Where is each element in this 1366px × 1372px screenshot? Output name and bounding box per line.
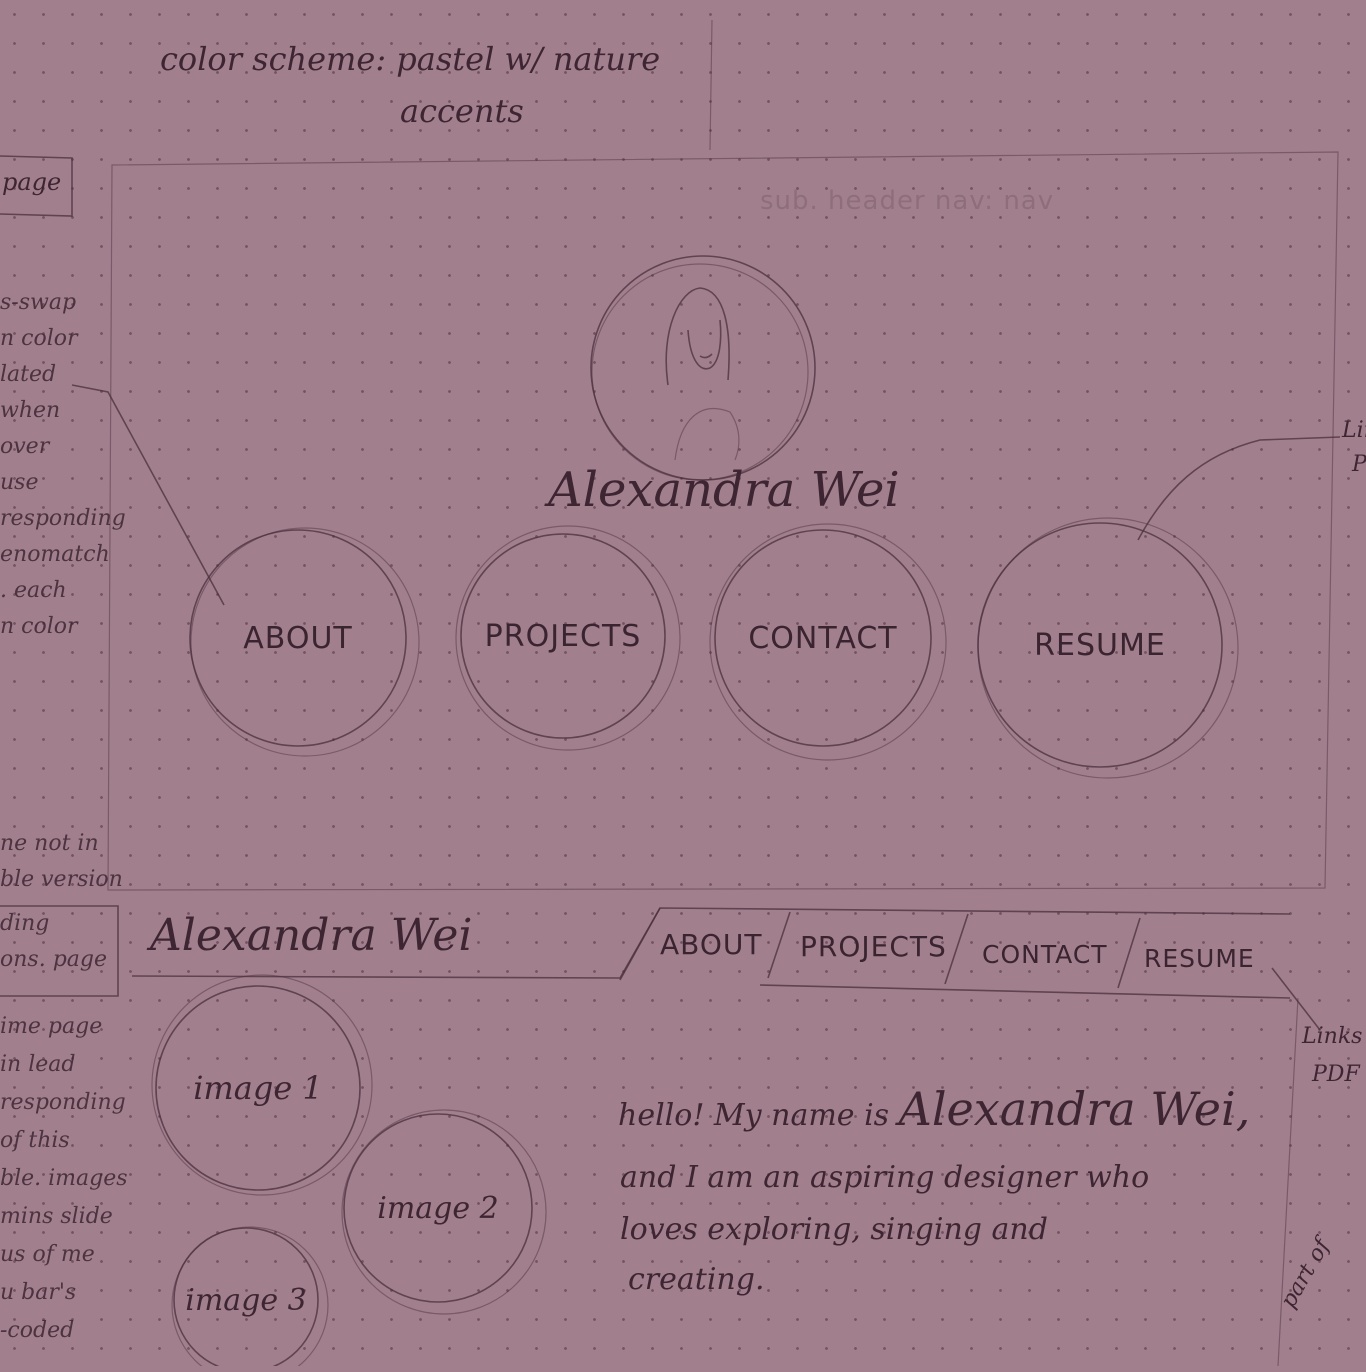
landing-name-title: Alexandra Wei bbox=[548, 462, 900, 518]
bio-line-2: and I am an aspiring designer who bbox=[620, 1160, 1150, 1195]
nav-resume[interactable]: RESUME bbox=[1144, 944, 1255, 973]
image-1[interactable]: image 1 bbox=[156, 986, 360, 1190]
bio-line-4: creating. bbox=[628, 1262, 765, 1297]
landing-resume-label: RESUME bbox=[1034, 627, 1166, 663]
landing-about-button[interactable]: ABOUT bbox=[190, 530, 406, 746]
landing-projects-label: PROJECTS bbox=[484, 618, 642, 654]
landing-contact-label: CONTACT bbox=[748, 620, 898, 656]
right-note-top: Lin bbox=[1342, 418, 1366, 443]
right-note-top-line2: P bbox=[1352, 452, 1366, 477]
about-header-name: Alexandra Wei bbox=[150, 910, 473, 961]
image-1-label: image 1 bbox=[193, 1069, 323, 1107]
bio-line-1: hello! My name is Alexandra Wei, bbox=[618, 1082, 1251, 1136]
left-note-box-label: page bbox=[2, 168, 62, 196]
color-scheme-note: color scheme: pastel w/ nature bbox=[160, 40, 661, 78]
bio-name: Alexandra Wei, bbox=[898, 1082, 1251, 1136]
image-3-label: image 3 bbox=[185, 1282, 307, 1318]
bio-line-3: loves exploring, singing and bbox=[620, 1212, 1048, 1247]
nav-projects[interactable]: PROJECTS bbox=[800, 930, 947, 963]
right-note-links: Links bbox=[1302, 1024, 1363, 1049]
left-annotation-mobile: ne not in ble version bbox=[0, 831, 123, 892]
color-scheme-note-line2: accents bbox=[400, 92, 524, 130]
left-annotation-boxed: ding ons. page bbox=[0, 911, 107, 972]
nav-about[interactable]: ABOUT bbox=[660, 928, 763, 961]
faint-header-note: sub. header nav: nav bbox=[760, 186, 1055, 216]
nav-contact[interactable]: CONTACT bbox=[982, 940, 1108, 969]
landing-about-label: ABOUT bbox=[243, 620, 353, 656]
landing-contact-button[interactable]: CONTACT bbox=[715, 530, 931, 746]
image-2[interactable]: image 2 bbox=[344, 1114, 532, 1302]
left-annotation-bottom: ime page in lead responding of this ble.… bbox=[0, 1014, 128, 1343]
right-note-pdf: PDF bbox=[1312, 1062, 1360, 1087]
image-2-label: image 2 bbox=[377, 1190, 499, 1226]
avatar bbox=[590, 256, 816, 482]
landing-projects-button[interactable]: PROJECTS bbox=[461, 534, 665, 738]
image-3[interactable]: image 3 bbox=[174, 1228, 318, 1372]
left-annotation-top: s-swap n color lated when over use respo… bbox=[0, 290, 126, 639]
landing-resume-button[interactable]: RESUME bbox=[978, 523, 1222, 767]
